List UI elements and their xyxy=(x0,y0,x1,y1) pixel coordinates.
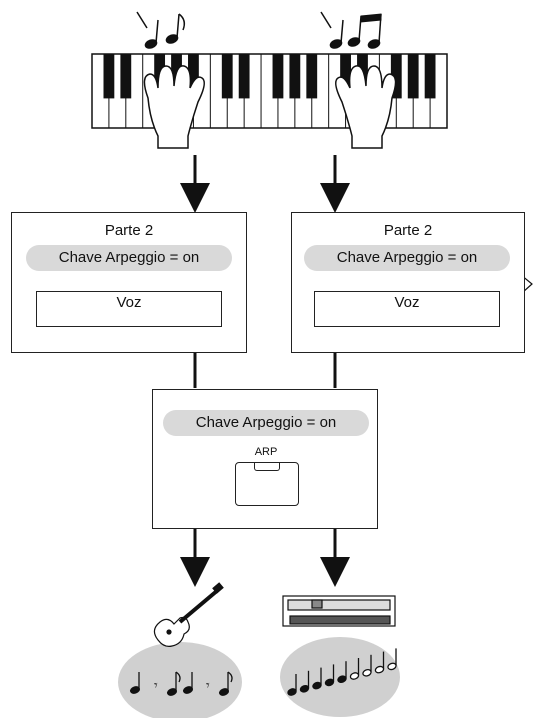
black-key xyxy=(340,54,351,99)
arpeggio-switch-status: Chave Arpeggio = on xyxy=(163,410,369,436)
svg-text:𝄾: 𝄾 xyxy=(206,678,210,694)
black-key xyxy=(424,54,436,99)
black-key xyxy=(306,54,318,99)
voice-label: Voz xyxy=(394,294,420,311)
hand-icon xyxy=(335,65,397,149)
synthesizer-icon xyxy=(282,595,396,627)
left-part-box: Parte 2 Chave Arpeggio = on Voz xyxy=(11,212,247,353)
arpeggio-switch-status: Chave Arpeggio = on xyxy=(304,245,510,271)
black-key xyxy=(188,54,199,99)
music-notes-icon xyxy=(320,11,382,49)
black-key xyxy=(221,54,233,99)
svg-text:𝄾: 𝄾 xyxy=(154,678,158,694)
black-key xyxy=(272,54,284,99)
black-key xyxy=(120,54,132,99)
guitar-icon xyxy=(153,582,224,647)
arp-button-icon[interactable] xyxy=(235,462,299,506)
music-notes-icon: 𝄾 𝄾 xyxy=(129,671,233,696)
black-key xyxy=(390,54,402,99)
voice-box: Voz xyxy=(36,291,222,327)
voice-label: Voz xyxy=(116,294,142,311)
arp-box: Chave Arpeggio = on ARP xyxy=(152,389,378,529)
arp-label: ARP xyxy=(254,446,278,458)
black-key xyxy=(103,54,115,99)
part-title: Parte 2 xyxy=(383,222,433,239)
music-notes-icon xyxy=(136,11,186,49)
black-key xyxy=(238,54,250,99)
black-key xyxy=(289,54,301,99)
music-notes-icon xyxy=(287,648,397,696)
voice-box: Voz xyxy=(314,291,500,327)
arpeggio-switch-status: Chave Arpeggio = on xyxy=(26,245,232,271)
right-part-box: Parte 2 Chave Arpeggio = on Voz xyxy=(291,212,525,353)
part-title: Parte 2 xyxy=(104,222,154,239)
black-key xyxy=(407,54,419,99)
hand-icon xyxy=(143,65,205,149)
